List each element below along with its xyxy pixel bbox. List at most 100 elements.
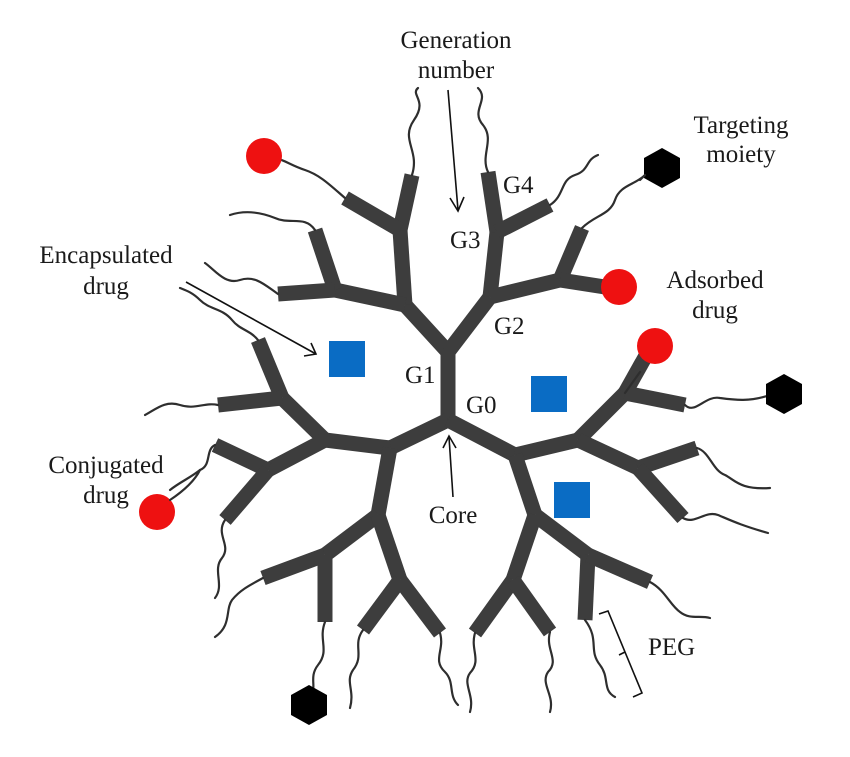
targeting-moiety-hexagon xyxy=(291,685,327,725)
ul-g2-up xyxy=(392,229,413,306)
peg-chain xyxy=(273,156,347,200)
peg-chain xyxy=(228,211,317,232)
lu-g2-down xyxy=(264,433,329,477)
peg-chain xyxy=(648,580,712,620)
upper-g1-left xyxy=(399,299,454,358)
label-conjugated-drug-line2: drug xyxy=(83,482,129,509)
encapsulated-drug-square xyxy=(329,341,365,377)
peg-chain xyxy=(348,628,365,710)
peg-chain xyxy=(466,631,477,714)
ru-g2-down xyxy=(574,433,642,475)
ur-g3-b xyxy=(493,198,554,239)
peg-chain xyxy=(168,443,217,492)
peg-chain xyxy=(695,446,772,490)
encapsulated-drug-square xyxy=(531,376,567,412)
peg-chain xyxy=(544,630,554,714)
peg-chain xyxy=(623,370,642,395)
adsorbed-drug-circle xyxy=(601,269,637,305)
targeting-moiety-hexagon xyxy=(644,148,680,188)
conjugated-drug-linker xyxy=(168,468,202,502)
encapsulated-arrowhead xyxy=(303,342,318,357)
rl-g3-a xyxy=(468,575,520,638)
peg-chain xyxy=(476,86,490,174)
lu-g3-b xyxy=(217,390,283,413)
adsorbed-drug-circle xyxy=(246,138,282,174)
peg-bracket xyxy=(598,610,644,698)
labels: Generation number Targeting moiety Encap… xyxy=(39,27,789,661)
label-core: Core xyxy=(429,502,478,529)
annotations xyxy=(185,89,644,698)
conjugated-drug-circle xyxy=(139,494,175,530)
ru-g2-up xyxy=(572,387,631,446)
upper-g1-right xyxy=(442,292,496,357)
ur-g3-c xyxy=(553,225,589,283)
label-g2: G2 xyxy=(494,313,525,340)
ru-g3-d xyxy=(632,462,689,524)
core-trunk-right xyxy=(444,413,519,462)
dendrimer-branches xyxy=(211,170,700,638)
ul-g3-a xyxy=(392,173,420,232)
label-adsorbed-drug-line1: Adsorbed xyxy=(666,267,764,294)
lu-g3-c xyxy=(211,438,272,477)
ur-g2-right xyxy=(488,272,562,305)
ul-g2-left xyxy=(333,282,407,313)
encapsulated-arrow xyxy=(185,281,317,355)
peg-chain xyxy=(583,618,617,699)
peg-chain xyxy=(407,86,421,177)
ur-g3-a xyxy=(480,170,505,234)
ll-g2-down xyxy=(370,512,408,583)
rl-g3-b xyxy=(506,575,557,637)
encapsulated-drug-square xyxy=(554,482,590,518)
peg-chain xyxy=(308,620,327,697)
lu-g2-up xyxy=(276,392,331,446)
peg-chain xyxy=(683,393,772,409)
right-g1-up xyxy=(513,432,580,463)
core-arrow xyxy=(448,436,454,498)
lu-g3-d xyxy=(219,465,274,525)
label-generation-number-line2: number xyxy=(418,57,495,84)
adsorbed-drug-circle xyxy=(637,328,673,364)
rl-g2-down xyxy=(505,512,543,583)
ll-g3-a xyxy=(260,547,328,586)
ll-g3-d xyxy=(394,575,446,638)
label-g4: G4 xyxy=(503,172,534,199)
label-encapsulated-drug-line2: drug xyxy=(83,273,129,300)
ur-g3-d xyxy=(558,272,607,295)
ur-g2-up xyxy=(482,231,505,298)
label-encapsulated-drug-line1: Encapsulated xyxy=(39,242,173,269)
ul-g3-b xyxy=(341,191,404,237)
peg-chain xyxy=(681,512,770,535)
peg-chain xyxy=(437,631,460,707)
generation-arrow xyxy=(447,89,459,211)
ru-g3-b xyxy=(623,385,687,413)
label-g1: G1 xyxy=(405,362,436,389)
generation-arrowhead xyxy=(449,196,465,213)
label-targeting-moiety-line2: moiety xyxy=(706,141,776,168)
peg-chain xyxy=(178,286,260,342)
core-trunk-left xyxy=(386,413,452,455)
label-g3: G3 xyxy=(450,227,481,254)
ll-g3-c xyxy=(356,575,407,635)
rl-g3-d xyxy=(585,548,653,589)
rl-g3-c xyxy=(577,554,596,621)
lu-g3-a xyxy=(251,337,289,401)
peg-chain xyxy=(143,402,220,417)
label-generation-number-line1: Generation xyxy=(400,27,512,54)
label-conjugated-drug-line1: Conjugated xyxy=(48,452,164,479)
label-adsorbed-drug-line2: drug xyxy=(692,297,738,324)
right-g1-down xyxy=(507,452,543,518)
targeting-moiety-hexagon xyxy=(766,374,802,414)
peg-chains xyxy=(143,86,772,714)
peg-chain xyxy=(203,261,280,296)
ul-g3-d xyxy=(277,282,336,302)
peg-chain xyxy=(580,173,647,230)
left-g1-up xyxy=(324,432,391,456)
label-peg: PEG xyxy=(648,634,695,661)
label-targeting-moiety-line1: Targeting xyxy=(694,112,789,139)
ru-g3-c xyxy=(635,440,700,476)
left-g1-down xyxy=(370,446,398,517)
rl-g2-right xyxy=(530,509,593,561)
label-g0: G0 xyxy=(466,392,497,419)
